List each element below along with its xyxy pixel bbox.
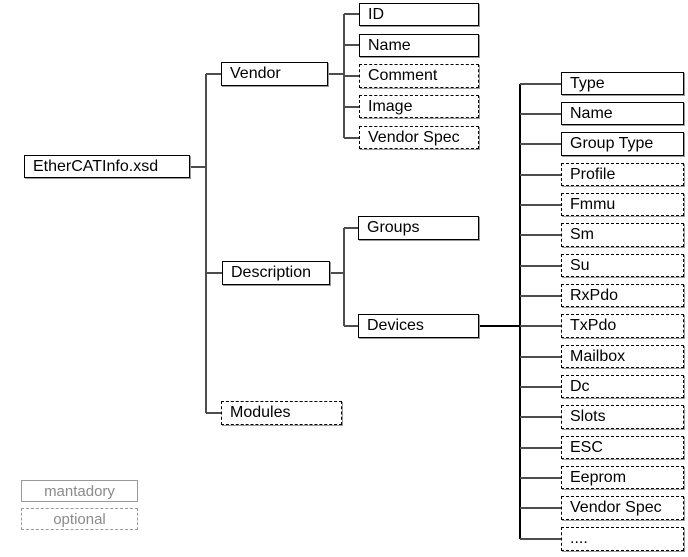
node-device-group-type[interactable]: Group Type (561, 132, 684, 156)
node-vendor-vendor-spec[interactable]: Vendor Spec (359, 126, 479, 149)
node-vendor-comment[interactable]: Comment (359, 64, 479, 88)
node-device-dc[interactable]: Dc (561, 375, 684, 398)
node-ethercatinfo-xsd[interactable]: EtherCATInfo.xsd (24, 155, 190, 178)
node-device-eeprom[interactable]: Eeprom (561, 466, 684, 489)
node-vendor-id[interactable]: ID (359, 3, 479, 26)
node-device-vendor-spec[interactable]: Vendor Spec (561, 496, 684, 520)
node-vendor-image[interactable]: Image (359, 95, 479, 118)
legend-optional: optional (21, 508, 138, 530)
node-device-su[interactable]: Su (561, 254, 684, 277)
node-modules[interactable]: Modules (221, 401, 342, 425)
node-device-sm[interactable]: Sm (561, 223, 684, 247)
node-description[interactable]: Description (222, 261, 330, 285)
node-device-slots[interactable]: Slots (561, 405, 684, 429)
node-device-txpdo[interactable]: TxPdo (561, 314, 684, 338)
node-device-esc[interactable]: ESC (561, 436, 684, 459)
node-vendor[interactable]: Vendor (221, 62, 328, 86)
node-device-profile[interactable]: Profile (561, 163, 684, 186)
legend-mandatory: mantadory (21, 480, 138, 502)
node-device-more[interactable]: .... (561, 527, 684, 551)
node-devices[interactable]: Devices (358, 314, 479, 338)
node-device-fmmu[interactable]: Fmmu (561, 193, 684, 216)
node-device-type[interactable]: Type (561, 72, 684, 95)
node-device-name[interactable]: Name (561, 102, 684, 125)
node-device-rxpdo[interactable]: RxPdo (561, 284, 684, 307)
node-vendor-name[interactable]: Name (359, 34, 479, 57)
node-groups[interactable]: Groups (358, 216, 479, 240)
node-device-mailbox[interactable]: Mailbox (561, 345, 684, 368)
